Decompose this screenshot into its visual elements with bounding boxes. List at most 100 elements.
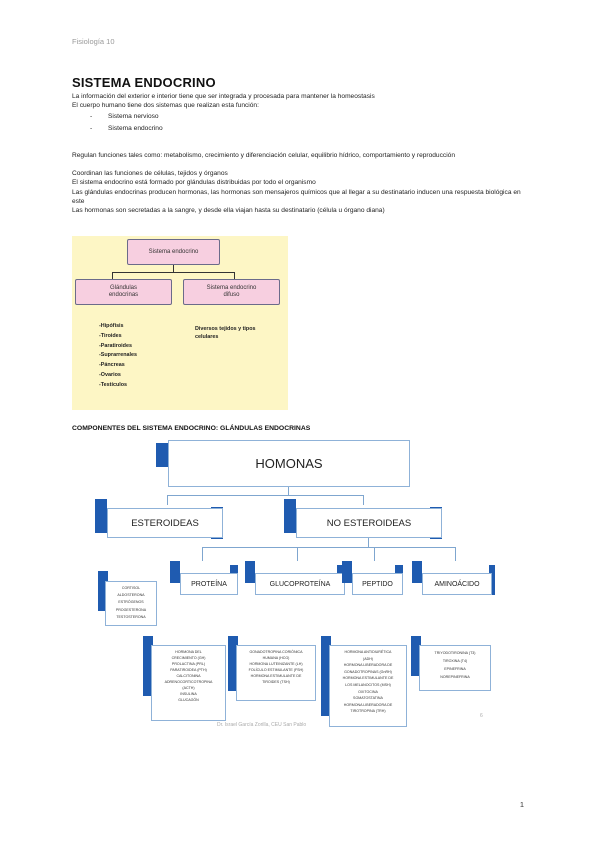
list-item: NOREPINEFRINA bbox=[440, 675, 470, 679]
list-item: PROLACTINA (PRL) bbox=[171, 662, 206, 666]
peptide-hormones-list: HORMONA ANTIDIURÉTICA (ADH) HORMONA LIBE… bbox=[329, 645, 407, 727]
list-item: -Hipófisis bbox=[99, 323, 124, 329]
connector-line bbox=[368, 538, 369, 547]
connector-line bbox=[234, 272, 235, 279]
hormones-root-label: HOMONAS bbox=[255, 456, 323, 471]
list-item: (ACTH) bbox=[182, 686, 195, 690]
list-item: HORMONA LUTEINIZANTE (LH) bbox=[249, 662, 303, 666]
box-accent-tab bbox=[489, 565, 495, 595]
box-accent-tab bbox=[143, 636, 153, 696]
list-item: ALDOSTERONA bbox=[117, 593, 145, 598]
connector-line bbox=[167, 495, 363, 496]
protein-hormones-list: HORMONA DEL CRECIMIENTO (GH) PROLACTINA … bbox=[151, 645, 226, 721]
bullet-label: Sistema endocrino bbox=[108, 125, 163, 132]
connector-line bbox=[112, 272, 234, 273]
diagram-root-box: Sistema endocrino bbox=[127, 239, 220, 265]
slide-footer-author: Dr. Israel García Zorilla, CEU San Pablo bbox=[217, 722, 307, 728]
box-accent-tab bbox=[228, 636, 238, 691]
list-item: GONADOTROPINA CORIÓNICA bbox=[249, 650, 303, 654]
section-heading: COMPONENTES DEL SISTEMA ENDOCRINO: GLÁND… bbox=[72, 425, 311, 432]
list-item: HORMONA ESTIMULANTE DE bbox=[250, 674, 302, 678]
list-item: (ADH) bbox=[363, 656, 373, 661]
intro-line-1: La información del exterior e interior t… bbox=[72, 93, 375, 100]
amino-acid-hormones-list: TRIYODOTIRONINA (T3) TIROXINA (T4) EPINE… bbox=[419, 645, 491, 691]
paragraph-glands: El sistema endocrino está formado por gl… bbox=[72, 179, 316, 186]
list-item: TIROIDES (TSH) bbox=[262, 680, 290, 684]
hormones-root-box: HOMONAS bbox=[168, 440, 410, 487]
list-item: TIROTROPINA (TRH) bbox=[350, 709, 386, 714]
list-item: CORTISOL bbox=[121, 586, 141, 590]
document-header: Fisiología 10 bbox=[72, 37, 115, 46]
steroid-hormones-list: CORTISOL ALDOSTERONA ESTRÓGENOS PROGESTE… bbox=[105, 581, 157, 626]
connector-line bbox=[374, 547, 375, 561]
list-item: HORMONA LIBERADORA DE bbox=[343, 663, 393, 668]
list-item: TESTOSTERONA bbox=[116, 614, 146, 619]
list-item: -Paratiroides bbox=[99, 342, 132, 349]
list-item: GONADOTROPINAS (GnRH) bbox=[344, 669, 392, 674]
list-item: -Testículos bbox=[99, 381, 128, 388]
connector-line bbox=[297, 547, 298, 561]
non-steroid-box: NO ESTEROIDEAS bbox=[296, 508, 442, 538]
list-item: FOLÍCULO ESTIMULANTE (FSH) bbox=[248, 668, 304, 672]
list-item: HORMONA ANTIDIURÉTICA bbox=[344, 650, 392, 654]
list-item: INSULINA bbox=[180, 692, 197, 696]
list-item: ESTRÓGENOS bbox=[118, 600, 144, 605]
box-accent-tab bbox=[245, 561, 255, 583]
paragraph-functions: Regulan funciones tales como: metabolism… bbox=[72, 152, 455, 159]
page-number: 1 bbox=[519, 800, 524, 809]
connector-line bbox=[202, 547, 455, 548]
diagram-root-label: Sistema endocrino bbox=[148, 248, 199, 255]
glands-list: -Hipófisis -Tiroides -Paratiroides -Supr… bbox=[99, 322, 137, 391]
endocrine-glands-box: Glándulas endocrinas bbox=[75, 279, 172, 305]
list-item: TRIYODOTIRONINA (T3) bbox=[434, 651, 476, 655]
connector-line bbox=[202, 547, 203, 561]
box-accent-tab bbox=[342, 561, 352, 583]
bullet-item: -Sistema nervioso bbox=[90, 113, 159, 120]
list-item: EPINEFRINA bbox=[444, 667, 466, 671]
slide-footer-page: 6 bbox=[480, 713, 483, 719]
paragraph-hormones: Las glándulas endocrinas producen hormon… bbox=[72, 189, 521, 205]
category-glycoprotein-box: GLUCOPROTEÍNA bbox=[255, 573, 345, 595]
category-amino-acid-label: AMINOÁCIDO bbox=[434, 580, 480, 588]
box-accent-tab bbox=[95, 499, 107, 533]
category-protein-box: PROTEÍNA bbox=[180, 573, 238, 595]
connector-line bbox=[455, 547, 456, 561]
list-item: OXITOCINA bbox=[358, 689, 378, 694]
non-steroid-label: NO ESTEROIDEAS bbox=[326, 517, 412, 529]
category-peptide-label: PEPTIDO bbox=[362, 580, 393, 588]
steroid-label: ESTEROIDEAS bbox=[131, 517, 199, 529]
list-item: LOS MELANOCITOS (MSH) bbox=[345, 682, 391, 687]
steroid-box: ESTEROIDEAS bbox=[107, 508, 223, 538]
diffuse-system-label: Sistema endocrino difuso bbox=[206, 285, 257, 298]
bullet-label: Sistema nervioso bbox=[108, 113, 159, 120]
box-accent-tab bbox=[321, 636, 331, 716]
list-item: PARATIROIDEA (PTH) bbox=[170, 668, 207, 672]
list-item: TIROXINA (T4) bbox=[442, 659, 468, 663]
list-item: HORMONA ESTIMULANTE DE bbox=[342, 676, 394, 681]
intro-line-2: El cuerpo humano tiene dos sistemas que … bbox=[72, 102, 259, 109]
list-item: GLUCAGÓN bbox=[178, 698, 199, 702]
list-item: ADRENOCORTICOTROPINA bbox=[164, 680, 213, 684]
list-item: SOMATOSTATINA bbox=[353, 696, 383, 701]
connector-line bbox=[112, 272, 113, 279]
diffuse-system-box: Sistema endocrino difuso bbox=[183, 279, 280, 305]
list-item: HORMONA LIBERADORA DE bbox=[343, 702, 393, 707]
hormones-diagram: HOMONAS ESTEROIDEAS NO ESTEROIDEAS PROTE… bbox=[95, 437, 495, 728]
list-item: -Suprarrenales bbox=[99, 352, 138, 359]
box-accent-tab bbox=[98, 571, 108, 611]
box-accent-tab bbox=[284, 499, 296, 533]
category-glycoprotein-label: GLUCOPROTEÍNA bbox=[269, 580, 331, 588]
endocrine-glands-label: Glándulas endocrinas bbox=[108, 285, 139, 298]
paragraph-secretion: Las hormonas son secretadas a la sangre,… bbox=[72, 207, 385, 214]
list-item: CRECIMIENTO (GH) bbox=[171, 656, 206, 660]
category-amino-acid-box: AMINOÁCIDO bbox=[422, 573, 492, 595]
glycoprotein-hormones-list: GONADOTROPINA CORIÓNICA HUMANA (HCG) HOR… bbox=[236, 645, 316, 701]
category-peptide-box: PEPTIDO bbox=[352, 573, 403, 595]
page-title: SISTEMA ENDOCRINO bbox=[72, 75, 216, 90]
list-item: HORMONA DEL bbox=[175, 650, 202, 654]
bullet-item: -Sistema endocrino bbox=[90, 125, 163, 132]
connector-line bbox=[288, 487, 289, 495]
list-item: HUMANA (HCG) bbox=[262, 656, 290, 660]
box-accent-tab bbox=[156, 443, 168, 467]
list-item: CALCITONINA bbox=[176, 674, 201, 678]
